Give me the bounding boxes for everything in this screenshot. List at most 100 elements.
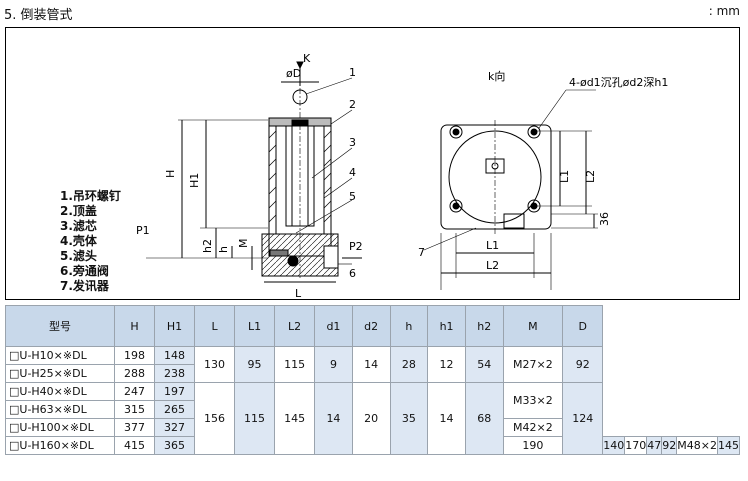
col-L2: L2 — [274, 305, 316, 347]
cell-H: 288 — [113, 364, 155, 383]
cell-H1: 265 — [153, 400, 196, 419]
col-d2: d2 — [351, 305, 391, 347]
callout-5: 5 — [349, 190, 356, 203]
cell-L1: 95 — [234, 346, 276, 383]
cell-M: M27×2 — [502, 346, 564, 383]
callout-4: 4 — [349, 166, 356, 179]
cell-d2: 14 — [351, 346, 391, 383]
cell-h1: 14 — [427, 382, 466, 455]
col-h1: h1 — [427, 305, 466, 347]
table-row: □U-H25×※DL 288 238 — [5, 364, 740, 383]
dim-k: K — [303, 52, 311, 65]
model-cell: □U-H100×※DL — [5, 418, 115, 437]
hole-note: 4-ød1沉孔ød2深h1 — [569, 76, 668, 89]
dim-h: h — [217, 246, 230, 253]
cell-H1: 197 — [153, 382, 196, 401]
section-heading: 5. 倒装管式 — [4, 8, 73, 23]
cell-L1: 115 — [234, 382, 276, 455]
dim-h-big: H — [164, 170, 177, 178]
model-cell: □U-H40×※DL — [5, 382, 115, 401]
table-row: □U-H160×※DL 415 365 190 140 170 47 92 M4… — [5, 436, 740, 455]
cell-h: 47 — [646, 436, 663, 455]
cell-h: 28 — [389, 346, 429, 383]
model-cell: □U-H10×※DL — [5, 346, 115, 365]
dim-l: L — [295, 287, 302, 300]
part-2: 2.顶盖 — [60, 204, 97, 218]
part-5: 5.滤头 — [60, 249, 97, 263]
cell-H1: 148 — [153, 346, 196, 365]
col-D: D — [562, 305, 604, 347]
cell-L: 190 — [502, 436, 564, 455]
table-header-row: 型号 H H1 L L1 L2 d1 d2 h h1 h2 M D — [5, 305, 740, 347]
col-h: h — [389, 305, 429, 347]
dim-h2: h2 — [201, 239, 214, 253]
cell-d1: 9 — [314, 346, 353, 383]
callout-2: 2 — [349, 98, 356, 111]
dim-36: 36 — [598, 212, 611, 226]
table-row: □U-H63×※DL 315 265 — [5, 400, 740, 419]
cell-H: 315 — [113, 400, 155, 419]
part-1: 1.吊环螺钉 — [60, 189, 121, 203]
part-6: 6.旁通阀 — [60, 264, 109, 278]
cell-L1: 140 — [602, 436, 626, 455]
col-L: L — [193, 305, 236, 347]
section-view — [146, 61, 362, 283]
model-cell: □U-H25×※DL — [5, 364, 115, 383]
col-M: M — [502, 305, 564, 347]
dim-p1: P1 — [136, 224, 150, 237]
cell-L2: 115 — [274, 346, 316, 383]
cell-M: M48×2 — [676, 436, 718, 455]
cell-L: 156 — [193, 382, 236, 455]
table-row: □U-H40×※DL 247 197 156 115 145 14 20 35 … — [5, 382, 740, 455]
col-model: 型号 — [5, 305, 115, 347]
k-view — [423, 89, 598, 290]
model-cell: □U-H160×※DL — [5, 436, 115, 455]
cell-h: 35 — [389, 382, 429, 455]
dim-p2: P2 — [349, 240, 363, 253]
cell-d1: 14 — [314, 382, 353, 455]
part-4: 4.壳体 — [60, 234, 97, 248]
model-cell: □U-H63×※DL — [5, 400, 115, 419]
cell-D: 92 — [562, 346, 604, 383]
cell-H: 377 — [113, 418, 155, 437]
table-row: □U-H100×※DL 377 327 M42×2 — [5, 418, 740, 437]
dim-od: øD — [286, 67, 301, 80]
cell-M: M42×2 — [502, 418, 564, 437]
cell-H: 415 — [113, 436, 155, 455]
cell-H1: 327 — [153, 418, 196, 437]
parts-legend: 1.吊环螺钉 2.顶盖 3.滤芯 4.壳体 5.滤头 6.旁通阀 7.发讯器 — [60, 189, 121, 294]
dim-l1-horizontal: L1 — [486, 239, 499, 252]
k-view-label: k向 — [488, 69, 505, 83]
cell-h1: 12 — [427, 346, 466, 383]
col-H1: H1 — [153, 305, 196, 347]
dim-h1: H1 — [188, 173, 201, 188]
unit-label: : mm — [708, 4, 740, 18]
cell-L2: 145 — [274, 382, 316, 455]
part-7: 7.发讯器 — [60, 279, 109, 293]
callout-7: 7 — [418, 246, 425, 259]
dim-l1-vertical: L1 — [558, 170, 571, 183]
callout-6: 6 — [349, 267, 356, 280]
part-3: 3.滤芯 — [60, 219, 97, 233]
col-L1: L1 — [234, 305, 276, 347]
cell-D: 124 — [562, 382, 604, 455]
callout-1: 1 — [349, 66, 356, 79]
cell-d2: 20 — [351, 382, 391, 455]
cell-H: 247 — [113, 382, 155, 401]
cell-h2: 54 — [464, 346, 504, 383]
cell-M: M33×2 — [502, 382, 564, 419]
dim-l2-vertical: L2 — [584, 170, 597, 183]
cell-H: 198 — [113, 346, 155, 365]
col-d1: d1 — [314, 305, 353, 347]
col-h2: h2 — [464, 305, 504, 347]
col-H: H — [113, 305, 155, 347]
dim-l2-horizontal: L2 — [486, 259, 499, 272]
technical-drawing: K øD 1 2 3 4 5 P2 6 H H1 P1 h2 h M L — [5, 27, 740, 300]
cell-L: 130 — [193, 346, 236, 383]
callout-3: 3 — [349, 136, 356, 149]
spec-table: 型号 H H1 L L1 L2 d1 d2 h h1 h2 M D □U-H10… — [5, 305, 740, 455]
cell-H1: 238 — [153, 364, 196, 383]
table-row: □U-H10×※DL 198 148 130 95 115 9 14 28 12… — [5, 346, 740, 383]
cell-h2: 68 — [464, 382, 504, 455]
dim-m: M — [237, 239, 250, 249]
